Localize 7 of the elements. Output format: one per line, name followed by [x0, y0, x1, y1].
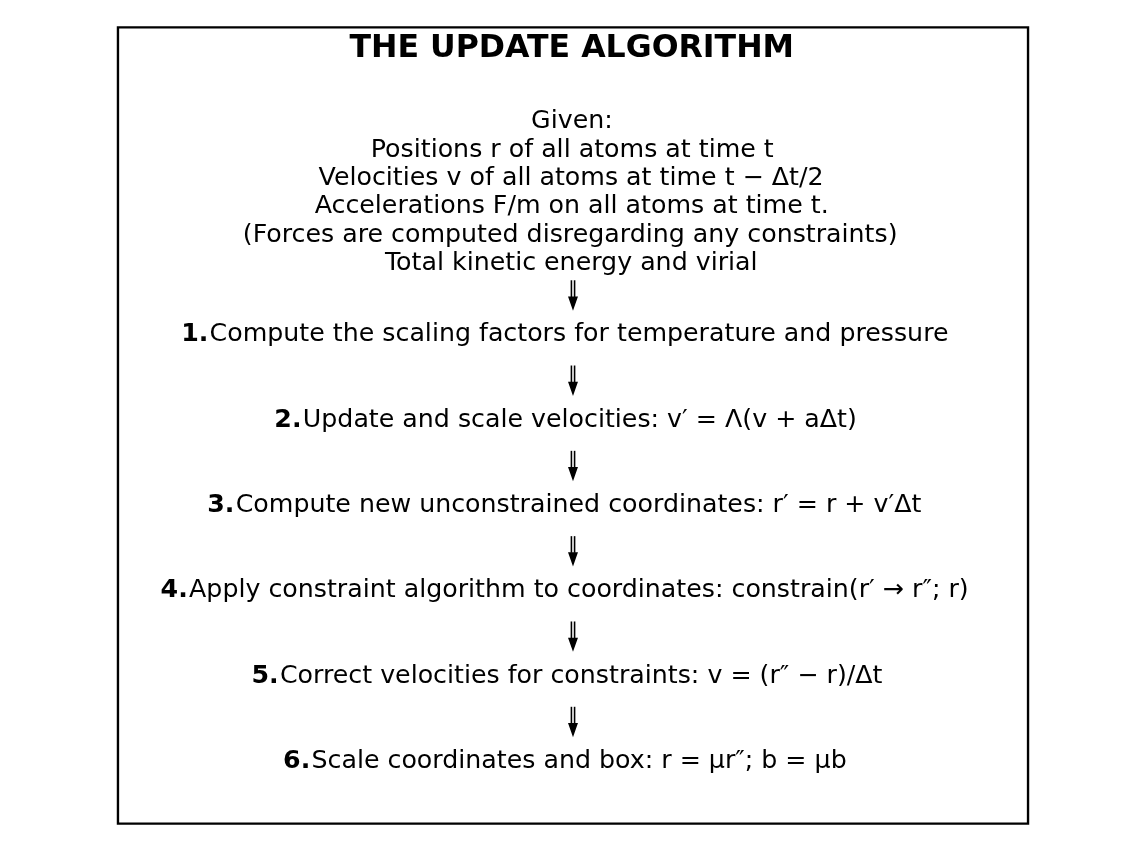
node-text: 1.Compute the scaling factors for temperature and pressure — [181, 318, 949, 348]
node-text: 5.Correct velocities for constraints: v = (r″ − r)/Δt — [251, 659, 883, 689]
node-text: 3.Compute new unconstrained coordinates: r′ = r + v′Δt — [207, 489, 922, 519]
node-text: 4.Apply constraint algorithm to coordinates: constrain(r′ → r″; r) — [160, 574, 969, 604]
node-text: 6.Scale coordinates and box: r = μr″; b = μb — [283, 745, 847, 775]
node-text: Given: Positions r of all atoms at time t Velocities v of all atoms at time t − Δt/2 Accelerations F/m on all atoms at time t. (Forces are computed disregarding any constraints) Total kinetic energy and virial — [242, 105, 898, 277]
node-text: 2.Update and scale velocities: v′ = Λ(v + aΔt) — [274, 403, 857, 433]
